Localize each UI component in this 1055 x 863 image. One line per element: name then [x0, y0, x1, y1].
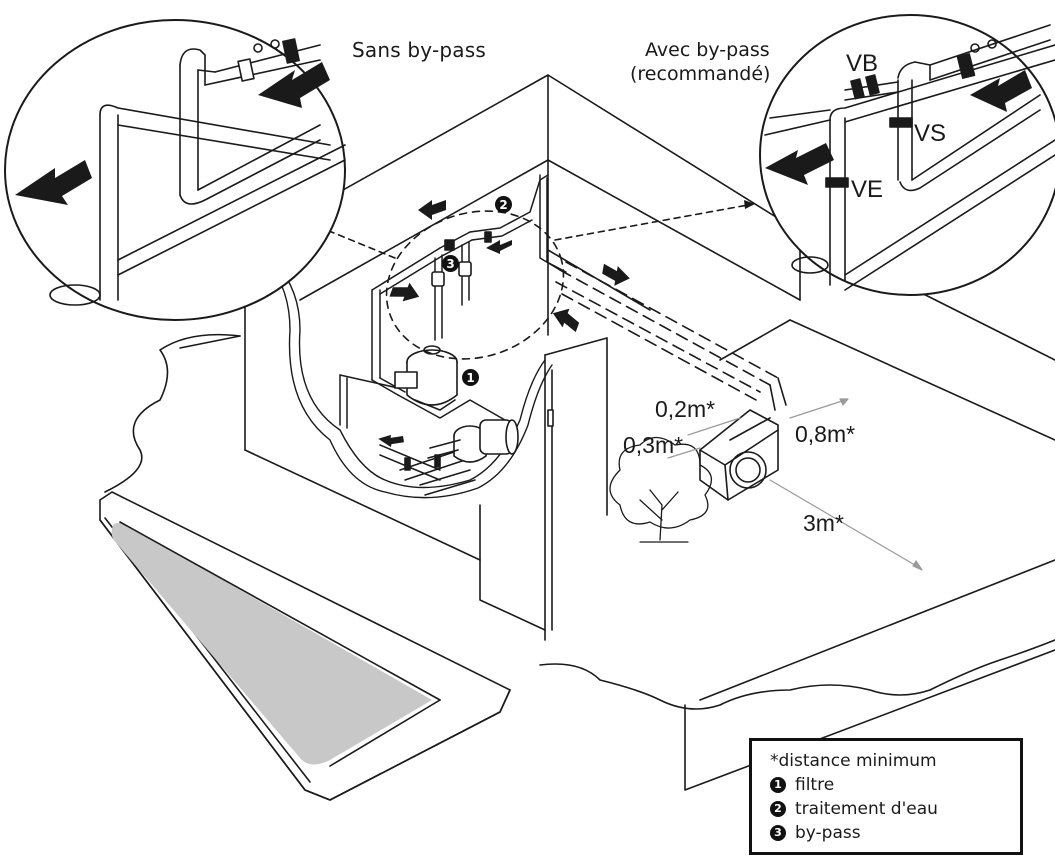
pipework: [339, 174, 567, 496]
distance-3-label: 3m*: [803, 510, 844, 536]
leader-right: [554, 204, 749, 241]
heat-pump: [699, 409, 779, 501]
legend-item: 2 traitement d'eau: [770, 797, 1010, 821]
pump-room: [244, 74, 1055, 791]
ve-label: VE: [851, 176, 884, 203]
magnifier-sans-bypass: [4, 19, 346, 321]
pool: [99, 491, 511, 801]
legend-note: *distance minimum: [770, 751, 937, 771]
legend-number: 3: [770, 825, 786, 841]
avec-bypass-label: Avec by-pass: [645, 39, 770, 61]
marker-water-treatment: 2: [495, 196, 512, 213]
sans-bypass-label: Sans by-pass: [352, 38, 486, 62]
ground-outline: [104, 333, 1055, 710]
legend-item: 1 filtre: [770, 773, 1010, 797]
legend-box: *distance minimum 1 filtre 2 traitement …: [749, 738, 1023, 855]
legend-number: 2: [770, 801, 786, 817]
marker-filter: 1: [462, 369, 479, 386]
dashed-pipes-to-heatpump: [555, 261, 779, 401]
filter-tank: [394, 345, 458, 411]
tree: [609, 436, 712, 543]
magnifier-avec-bypass: [759, 14, 1055, 296]
focus-ellipse: [385, 210, 565, 360]
vb-label: VB: [846, 50, 879, 77]
distance-03-label: 0,3m*: [623, 432, 684, 458]
legend-item: 3 by-pass: [770, 821, 1010, 845]
legend-label: traitement d'eau: [795, 799, 938, 819]
pump: [427, 419, 519, 463]
legend-label: by-pass: [795, 823, 861, 843]
legend-label: filtre: [795, 775, 835, 795]
pool-water: [111, 522, 432, 765]
legend-number: 1: [770, 777, 786, 793]
flow-arrows: [378, 200, 630, 448]
distance-02-label: 0,2m*: [655, 396, 716, 422]
valves: [404, 231, 492, 471]
leader-left: [311, 223, 396, 259]
distance-08-label: 0,8m*: [795, 421, 856, 447]
vs-label: VS: [914, 120, 947, 147]
marker-bypass: 3: [442, 255, 459, 272]
buried-pipes: [274, 261, 546, 489]
recommande-label: (recommandé): [630, 63, 771, 85]
dimension-lines: [667, 398, 923, 571]
